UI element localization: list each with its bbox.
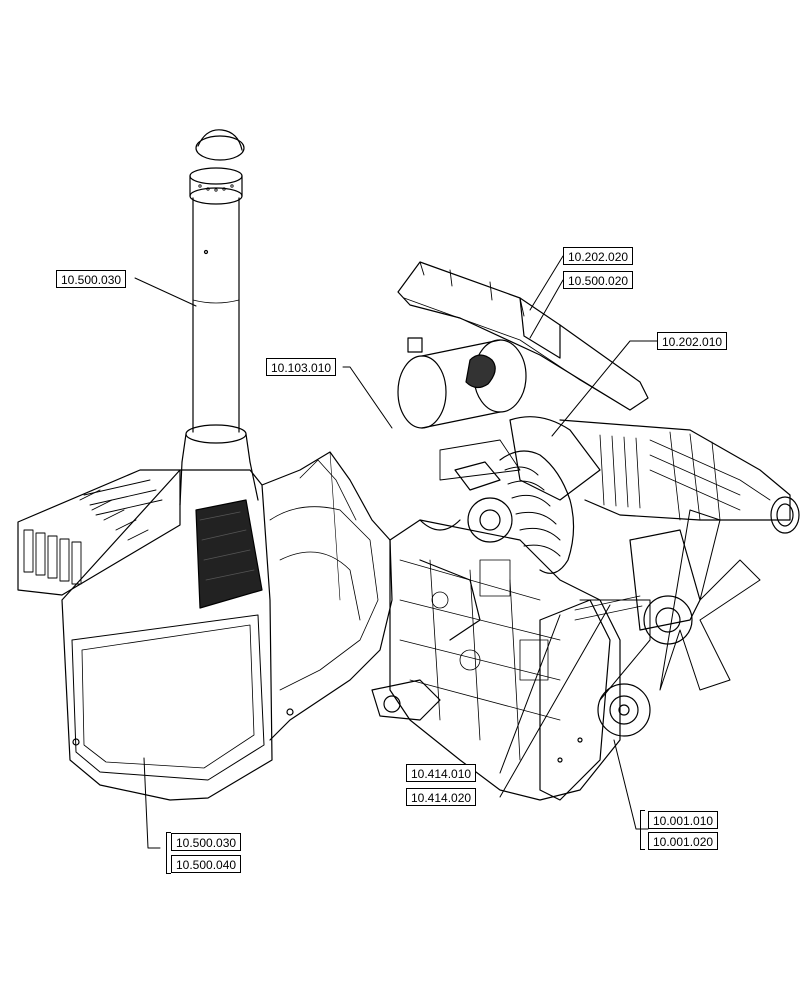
callout-engine-variant[interactable]: 10.001.020 <box>648 832 719 850</box>
muffler <box>397 339 527 481</box>
callout-air-intake[interactable]: 10.202.010 <box>657 332 728 350</box>
fan-pulley-assembly <box>574 509 761 737</box>
callout-drive-belt[interactable]: 10.414.010 <box>406 764 477 782</box>
callout-muffler-bracket[interactable]: 10.202.020 <box>563 247 634 265</box>
callout-hood[interactable]: 10.500.030 <box>171 833 242 851</box>
exhaust-stack <box>181 129 251 463</box>
callout-hood-variant[interactable]: 10.500.040 <box>171 855 242 873</box>
hood-callout-bracket <box>166 832 171 874</box>
callout-exhaust-stack[interactable]: 10.500.030 <box>56 270 127 288</box>
exhaust-hood <box>17 461 294 801</box>
engine-top-frame <box>397 261 649 411</box>
leader-lines <box>134 255 658 849</box>
callout-muffler-mount[interactable]: 10.500.020 <box>563 271 634 289</box>
engine-block <box>371 519 621 801</box>
turbo-assembly <box>419 450 575 641</box>
callout-engine[interactable]: 10.001.010 <box>648 811 719 829</box>
side-heat-shield <box>261 451 393 741</box>
air-intake-duct <box>509 416 800 534</box>
engine-callout-bracket <box>640 810 645 850</box>
callout-heat-shield[interactable]: 10.103.010 <box>266 358 337 376</box>
callout-belt-tensioner[interactable]: 10.414.020 <box>406 788 477 806</box>
